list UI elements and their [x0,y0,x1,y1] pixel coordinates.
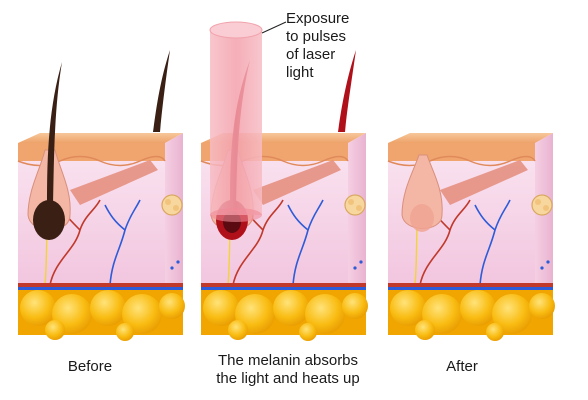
melanin-bulb [33,200,65,240]
artery-band [18,283,183,287]
sebaceous-gland-icon [161,194,183,216]
fat-layer [18,290,185,341]
caption-after: After [446,358,478,375]
sebaceous-gland-icon [344,194,366,216]
vein-band [18,287,183,290]
hair-follicle-icon [27,62,71,240]
block-side [165,133,183,327]
caption-laser: The melanin absorbs the light and heats … [216,352,360,387]
caption-before: Before [67,358,113,375]
panel-before [17,50,185,341]
sebaceous-gland-icon [531,194,553,216]
laser-callout-label: Exposure to pulses of laser light [286,10,350,81]
laser-beam-icon [209,21,263,222]
callout-line [261,21,287,34]
epidermis-top [18,133,183,143]
arrector-muscle [70,160,158,205]
hair-shaft [47,62,62,205]
hair-follicle-icon [401,154,443,232]
vein [104,199,141,286]
hair-shaft [153,50,170,132]
fat-layer [201,290,368,341]
fat-layer [388,290,555,341]
panel-laser [200,21,368,341]
panel-after [387,133,555,341]
